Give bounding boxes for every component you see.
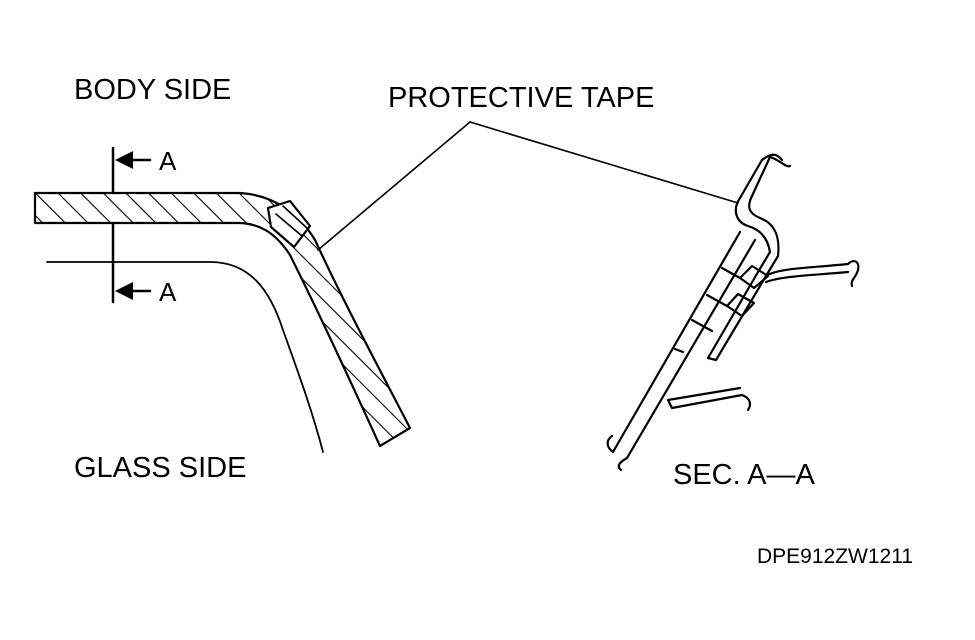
glass-side-label: GLASS SIDE — [74, 452, 246, 484]
section-a-a-label: SEC. A—A — [673, 459, 815, 491]
protective-tape-label: PROTECTIVE TAPE — [388, 82, 654, 114]
section-marker-top: A — [159, 146, 177, 176]
section-arrow-bottom-icon — [115, 282, 133, 300]
section-detail — [606, 153, 860, 472]
protective-tape-piece — [266, 199, 312, 249]
glass-edge-line — [46, 261, 324, 453]
leader-lines — [317, 121, 739, 251]
section-arrow-top-icon — [115, 151, 133, 169]
section-cut-line — [111, 146, 152, 304]
body-molding-hatched — [33, 191, 412, 448]
body-side-label: BODY SIDE — [74, 74, 231, 106]
figure-code: DPE912ZW1211 — [757, 545, 913, 568]
section-marker-bottom: A — [159, 277, 177, 307]
